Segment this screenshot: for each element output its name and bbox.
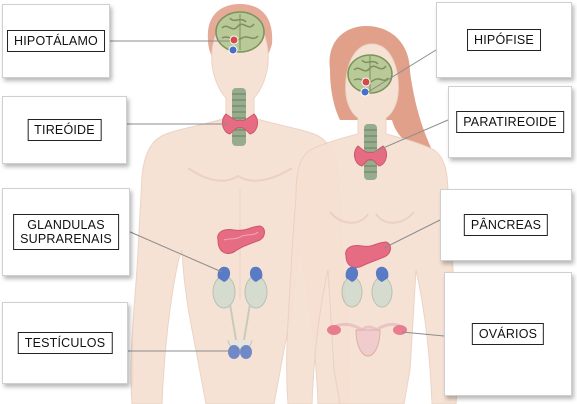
female-adrenal-left [345, 266, 359, 282]
label-card-suprarrenais: GLANDULAS SUPRARENAIS [2, 188, 130, 276]
label-suprarrenais-line2: SUPRARENAIS [20, 232, 112, 246]
leader-suprarrenais [127, 230, 223, 273]
female-thyroid [354, 145, 387, 167]
label-paratireoide: PARATIREOIDE [456, 111, 564, 133]
male-thyroid [222, 113, 258, 135]
label-card-hipofise: HIPÓFISE [436, 2, 572, 78]
male-hypothalamus-dot [229, 35, 239, 45]
male-pancreas-texture [223, 231, 259, 241]
label-pancreas: PÂNCREAS [463, 214, 549, 236]
female-figure [286, 26, 458, 404]
label-card-tireoide: TIREÓIDE [2, 96, 127, 164]
female-kidneys [341, 276, 393, 308]
male-adrenal-left [217, 266, 231, 282]
male-pancreas [217, 225, 265, 254]
label-card-pancreas: PÂNCREAS [440, 189, 572, 261]
label-suprarrenais: GLANDULAS SUPRARENAIS [13, 214, 119, 250]
leader-lines [108, 40, 449, 352]
female-pancreas [345, 241, 391, 269]
label-card-testiculos: TESTÍCULOS [2, 302, 128, 384]
female-chest-shading [329, 211, 415, 224]
male-brain [215, 11, 265, 53]
female-brain [347, 54, 393, 94]
male-kidneys [212, 275, 268, 341]
female-body-silhouette [286, 43, 458, 404]
label-hipofise: HIPÓFISE [467, 29, 541, 51]
leader-ovarios [401, 331, 445, 337]
label-hipotalamo: HIPOTÁLAMO [7, 30, 105, 52]
male-trachea [232, 88, 246, 146]
leader-paratireoide [373, 119, 449, 153]
female-adrenal-right [375, 266, 389, 282]
male-testicles [227, 339, 253, 359]
label-testiculos: TESTÍCULOS [17, 332, 113, 354]
label-card-hipotalamo: HIPOTÁLAMO [2, 4, 110, 78]
label-tireoide: TIREÓIDE [27, 119, 102, 141]
male-figure [130, 4, 350, 404]
male-pituitary-dot [228, 45, 238, 55]
label-card-paratireoide: PARATIREOIDE [448, 86, 572, 158]
male-adrenal-right [249, 266, 263, 282]
leader-hipofise [367, 49, 437, 93]
label-ovarios: OVÁRIOS [471, 323, 545, 345]
male-chest-shading [187, 167, 293, 182]
label-card-ovarios: OVÁRIOS [444, 272, 572, 396]
female-reproductive [327, 322, 407, 357]
female-hypothalamus-dot [361, 77, 371, 87]
leader-pancreas [383, 219, 441, 249]
label-suprarrenais-line1: GLANDULAS [27, 218, 105, 232]
female-pituitary-dot [360, 87, 370, 97]
